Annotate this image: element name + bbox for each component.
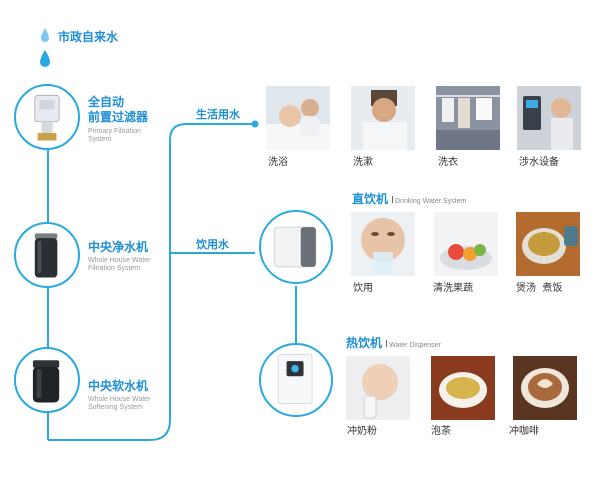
prefilter-title-line1: 全自动 <box>88 95 125 109</box>
drinking-hot-en: Water Dispenser <box>386 340 441 350</box>
hot-thumb-tea <box>431 356 495 420</box>
central-purifier-en-line1: Whole House Water <box>88 257 151 264</box>
water-softener-en: Whole House Water Softening System <box>88 396 150 412</box>
drinking-direct-title: 直饮机 <box>352 192 389 206</box>
drinking-machine-icon <box>273 226 317 268</box>
shower-device-icon <box>517 86 581 150</box>
water-drop-icon <box>40 50 50 67</box>
drinking-icon <box>351 212 415 276</box>
water-drop-icon <box>41 28 49 42</box>
drinking-direct-en-text: Drinking Water System <box>395 198 467 205</box>
source-label: 市政自来水 <box>58 30 119 44</box>
living-thumb-wash <box>351 86 415 150</box>
drinking-hot-header: 热饮机 Water Dispenser <box>346 334 441 351</box>
water-softener-title: 中央软水机 <box>88 379 149 393</box>
prefilter-title: 全自动 前置过滤器 <box>88 95 148 125</box>
drinking-thumb-cooking <box>516 212 580 276</box>
water-softener-en-line1: Whole House Water <box>88 396 151 403</box>
baby-bath-icon <box>266 86 330 150</box>
drinking-direct-caption: 煲汤 煮饭 <box>516 283 563 294</box>
prefilter-en-line1: Primary Filtration <box>88 128 141 135</box>
wash-vegetables-icon <box>434 212 498 276</box>
drinking-hot-caption: 冲奶粉 <box>347 426 377 437</box>
dispenser-icon <box>277 353 313 405</box>
drinking-thumb-vegetables <box>434 212 498 276</box>
branch-dot <box>251 120 259 128</box>
central-purifier-en: Whole House Water Filtration System <box>88 257 150 273</box>
drinking-water-label: 饮用水 <box>196 238 229 251</box>
living-caption: 洗漱 <box>353 157 373 168</box>
living-caption: 涉水设备 <box>519 157 559 168</box>
central-purifier-icon <box>34 233 58 278</box>
drinking-hot-caption: 泡茶 <box>431 426 451 437</box>
living-thumb-laundry <box>436 86 500 150</box>
central-purifier-circle <box>14 222 80 288</box>
drinking-direct-caption: 饮用 <box>353 283 373 294</box>
living-caption: 洗衣 <box>438 157 458 168</box>
water-softener-circle <box>14 347 80 413</box>
drinking-hot-en-text: Water Dispenser <box>389 342 441 349</box>
drinking-direct-en: Drinking Water System <box>392 196 466 206</box>
prefilter-circle <box>14 84 80 150</box>
drinking-thumb-drink <box>351 212 415 276</box>
baby-milk-icon <box>346 356 410 420</box>
living-thumb-device <box>517 86 581 150</box>
coffee-icon <box>513 356 577 420</box>
prefilter-title-line2: 前置过滤器 <box>88 110 149 124</box>
water-softener-en-line2: Softening System <box>88 404 143 411</box>
hot-thumb-coffee <box>513 356 577 420</box>
drinking-hot-title: 热饮机 <box>346 336 383 350</box>
living-water-label: 生活用水 <box>196 108 240 121</box>
tea-icon <box>431 356 495 420</box>
face-wash-icon <box>351 86 415 150</box>
central-purifier-en-line2: Filtration System <box>88 265 141 272</box>
laundry-icon <box>436 86 500 150</box>
water-softener-icon <box>32 360 60 403</box>
prefilter-en-line2: System <box>88 136 112 143</box>
drinking-direct-caption: 清洗果蔬 <box>433 283 473 294</box>
drinking-machine-circle <box>259 210 333 284</box>
living-caption: 洗浴 <box>268 157 288 168</box>
prefilter-icon <box>34 94 60 141</box>
living-thumb-bath <box>266 86 330 150</box>
central-purifier-title: 中央净水机 <box>88 240 149 254</box>
dispenser-circle <box>259 343 333 417</box>
cooking-icon <box>516 212 580 276</box>
return-line <box>48 123 255 441</box>
hot-thumb-milk <box>346 356 410 420</box>
prefilter-en: Primary Filtration System <box>88 128 141 144</box>
drinking-hot-caption: 冲咖啡 <box>509 426 539 437</box>
drinking-direct-header: 直饮机 Drinking Water System <box>352 190 466 207</box>
